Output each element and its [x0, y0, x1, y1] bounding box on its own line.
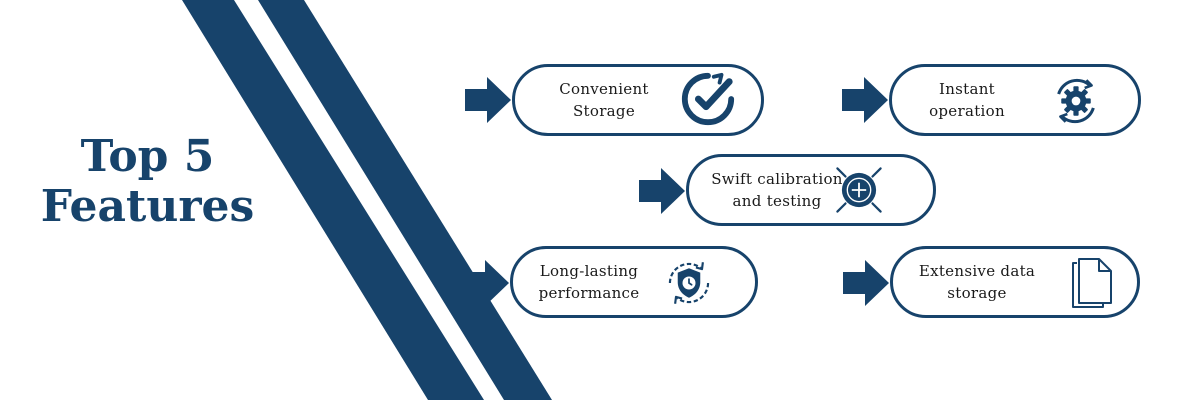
feature-label-line2: and testing [732, 192, 822, 210]
feature-instant-operation: Instant operation [889, 64, 1141, 136]
feature-long-lasting: Long-lasting performance [510, 246, 758, 318]
crosshair-plus-icon [836, 167, 882, 213]
feature-extensive-data-storage: Extensive data storage [890, 246, 1140, 318]
feature-label-line1: Extensive data [918, 262, 1036, 280]
check-circle-icon [681, 72, 735, 126]
gear-refresh-icon [1057, 78, 1095, 124]
documents-icon [1072, 258, 1112, 308]
feature-label-line2: storage [947, 284, 1007, 302]
arrow-right-icon [842, 77, 888, 123]
arrow-right-icon [843, 260, 889, 306]
feature-swift-calibration: Swift calibration and testing [686, 154, 936, 226]
diagonal-stripe [258, 0, 552, 400]
diagonal-stripe [182, 0, 484, 400]
page-title: Top 5 Features [30, 132, 265, 232]
feature-label-line2: Storage [572, 102, 635, 120]
arrow-right-icon [465, 77, 511, 123]
title-line-2: Features [40, 181, 255, 232]
feature-label-line1: Swift calibration [711, 170, 843, 188]
feature-label-line1: Convenient [559, 80, 649, 98]
feature-label-line1: Instant [938, 80, 996, 98]
feature-convenient-storage: Convenient Storage [512, 64, 764, 136]
feature-label-line1: Long-lasting [539, 262, 639, 280]
feature-label-line2: performance [538, 284, 640, 302]
title-line-1: Top 5 [80, 131, 215, 182]
arrow-right-icon [463, 260, 509, 306]
feature-label-line2: operation [929, 102, 1005, 120]
arrow-right-icon [639, 168, 685, 214]
shield-clock-icon [668, 262, 710, 304]
